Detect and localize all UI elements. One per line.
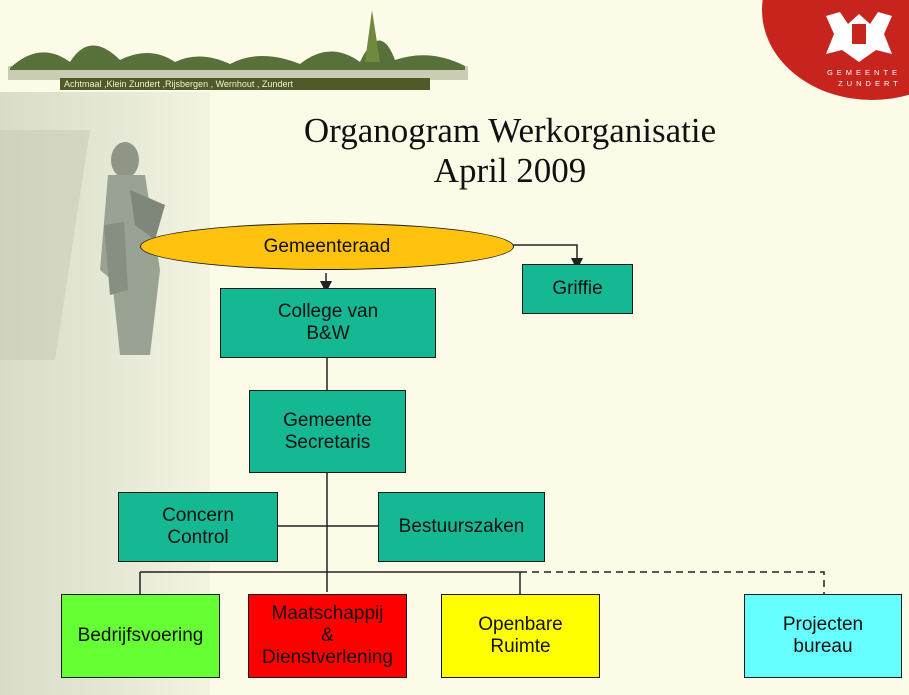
page-title-line2: April 2009: [433, 151, 587, 190]
bedrijfsvoering-node: Bedrijfsvoering: [61, 594, 220, 678]
maatschappij-node: Maatschappij & Dienstverlening: [248, 594, 407, 678]
coat-of-arms-icon: [826, 12, 892, 62]
bestuurszaken-node: Bestuurszaken: [378, 492, 545, 562]
dashed-line-to-projecten: [520, 571, 825, 594]
logo-text-line1: GEMEENTE: [826, 68, 902, 77]
logo-text-line2: ZUNDERT: [838, 79, 902, 88]
statue-image: [0, 130, 165, 360]
page-title-line1: Organogram Werkorganisatie: [303, 111, 717, 150]
villages-caption: Achtmaal ,Klein Zundert ,Rijsbergen , We…: [64, 79, 293, 89]
arrow-raad-griffie: [512, 244, 583, 270]
landscape-banner: [0, 0, 770, 92]
gemeenteraad-node: Gemeenteraad: [140, 223, 514, 270]
college-node: College van B&W: [220, 288, 436, 358]
concern-control-node: Concern Control: [118, 492, 278, 562]
openbare-ruimte-node: Openbare Ruimte: [441, 594, 600, 678]
projecten-bureau-node: Projecten bureau: [744, 594, 902, 678]
secretaris-node: Gemeente Secretaris: [249, 390, 406, 473]
griffie-node: Griffie: [522, 264, 633, 314]
